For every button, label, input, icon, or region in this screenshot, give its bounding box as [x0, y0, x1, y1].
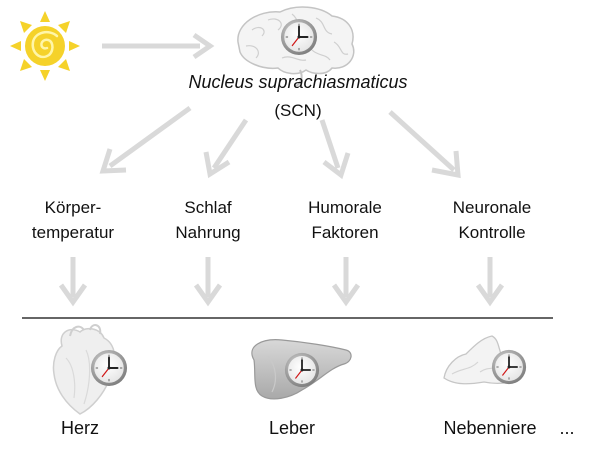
sun-icon: [10, 11, 80, 81]
organ-label-heart: Herz: [60, 418, 99, 438]
pathway-humoral-factors-line2: Faktoren: [311, 223, 379, 242]
pathway-sleep-food-line1: Schlaf: [184, 198, 232, 217]
organ-label-liver: Leber: [268, 418, 316, 438]
pathway-humoral-factors-line1: Humorale: [308, 198, 382, 217]
pathway-body-temperature-line2: temperatur: [31, 223, 115, 242]
pathway-neural-control-line2: Kontrolle: [458, 223, 526, 242]
liver-clock-icon: [284, 352, 320, 388]
scn-to-pathway-arrows: [99, 105, 461, 180]
pathway-body-temperature-line1: Körper-: [44, 198, 102, 217]
sun-to-scn-arrow: [102, 32, 215, 60]
heart-clock-icon: [90, 349, 128, 387]
adrenal-clock-icon: [491, 349, 527, 385]
pathway-to-organ-arrows: [58, 257, 505, 307]
scn-clock-icon: [280, 18, 318, 56]
scn-title: Nucleus suprachiasmaticus: [188, 72, 408, 92]
pathway-neural-control-line1: Neuronale: [452, 198, 532, 217]
pathway-sleep-food-line2: Nahrung: [175, 223, 241, 242]
ellipsis-more: ...: [559, 418, 575, 438]
organ-label-adrenal: Nebenniere: [443, 418, 537, 438]
scn-abbreviation: (SCN): [274, 101, 322, 120]
